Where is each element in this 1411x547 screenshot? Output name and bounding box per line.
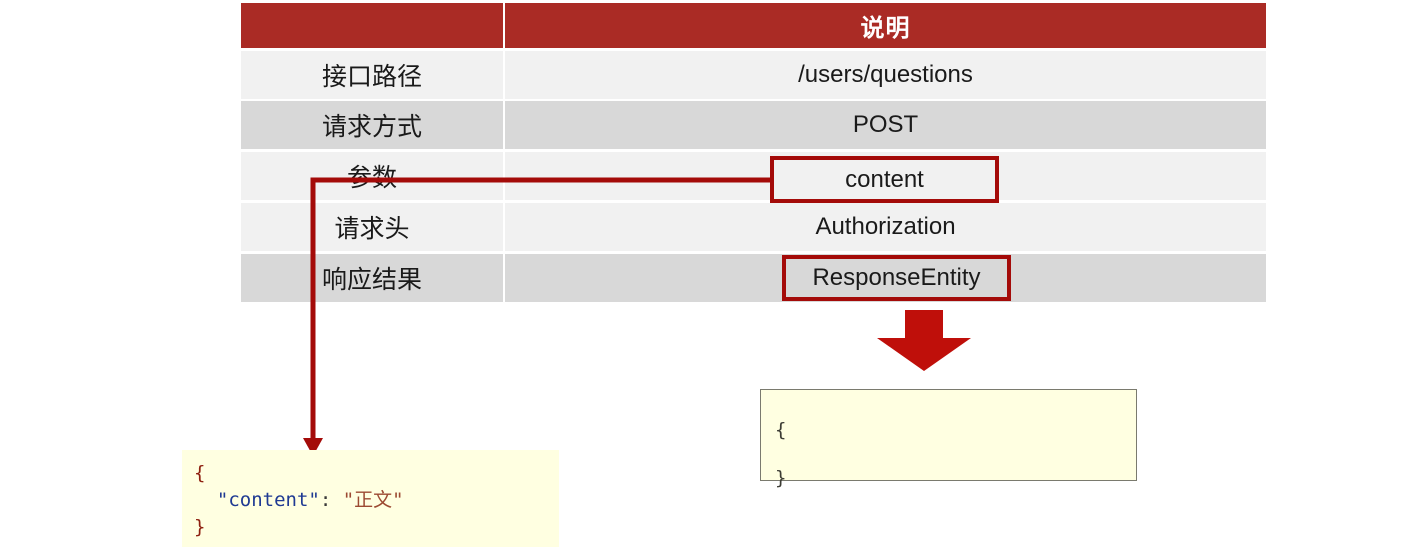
table-header-row: 说明 bbox=[241, 3, 1266, 48]
json-key: "content" bbox=[216, 489, 320, 511]
table-row: 请求方式 POST bbox=[241, 101, 1266, 149]
table-row: 请求头 Authorization bbox=[241, 203, 1266, 251]
json-line-pair: "content": "正文" bbox=[194, 487, 559, 514]
row-value-cell: /users/questions bbox=[505, 51, 1266, 99]
json-colon: : bbox=[319, 489, 343, 511]
json-open-brace: { bbox=[775, 419, 787, 441]
row-key-cell: 请求方式 bbox=[241, 101, 503, 149]
row-value-cell: Authorization bbox=[505, 203, 1266, 251]
row-key-cell: 参数 bbox=[241, 152, 503, 200]
row-value-label: POST bbox=[852, 111, 919, 138]
header-value-label: 说明 bbox=[860, 15, 911, 42]
table-row: 响应结果 bbox=[241, 254, 1266, 302]
api-spec-table: 说明 接口路径 /users/questions 请求方式 POST 参数 请求… bbox=[241, 3, 1266, 303]
row-key-cell: 响应结果 bbox=[241, 254, 503, 302]
response-highlight-label: ResponseEntity bbox=[812, 264, 981, 291]
row-value-label: /users/questions bbox=[798, 61, 973, 88]
response-highlight-box[interactable]: ResponseEntity bbox=[782, 255, 1011, 301]
json-line-close: } bbox=[194, 514, 559, 541]
row-value-cell: POST bbox=[505, 101, 1266, 149]
json-line-open: { bbox=[775, 406, 1136, 454]
header-cell-value: 说明 bbox=[505, 3, 1266, 48]
row-key-label: 参数 bbox=[346, 164, 397, 192]
json-open-brace: { bbox=[194, 462, 206, 484]
header-cell-key bbox=[241, 3, 503, 48]
down-arrow-icon bbox=[877, 310, 971, 371]
json-close-brace: } bbox=[194, 516, 206, 538]
row-key-label: 请求头 bbox=[334, 215, 410, 243]
request-json-block: { "content": "正文"} bbox=[182, 450, 559, 547]
json-line-open: { bbox=[194, 460, 559, 487]
column-divider bbox=[503, 3, 505, 48]
row-value-label: Authorization bbox=[815, 213, 956, 240]
column-divider bbox=[503, 51, 505, 99]
row-key-label: 请求方式 bbox=[321, 113, 422, 141]
row-key-label: 响应结果 bbox=[321, 266, 422, 294]
param-highlight-box[interactable]: content bbox=[770, 156, 999, 203]
param-highlight-label: content bbox=[845, 165, 924, 193]
column-divider bbox=[503, 152, 505, 200]
json-line-close: } bbox=[775, 454, 1136, 502]
row-key-cell: 接口路径 bbox=[241, 51, 503, 99]
table-row: 参数 bbox=[241, 152, 1266, 200]
row-key-cell: 请求头 bbox=[241, 203, 503, 251]
json-close-brace: } bbox=[775, 467, 787, 489]
row-key-label: 接口路径 bbox=[321, 63, 422, 91]
table-row: 接口路径 /users/questions bbox=[241, 51, 1266, 99]
json-value: "正文" bbox=[342, 489, 404, 511]
json-indent bbox=[194, 489, 217, 511]
column-divider bbox=[503, 101, 505, 149]
response-json-block: {} bbox=[760, 389, 1137, 489]
